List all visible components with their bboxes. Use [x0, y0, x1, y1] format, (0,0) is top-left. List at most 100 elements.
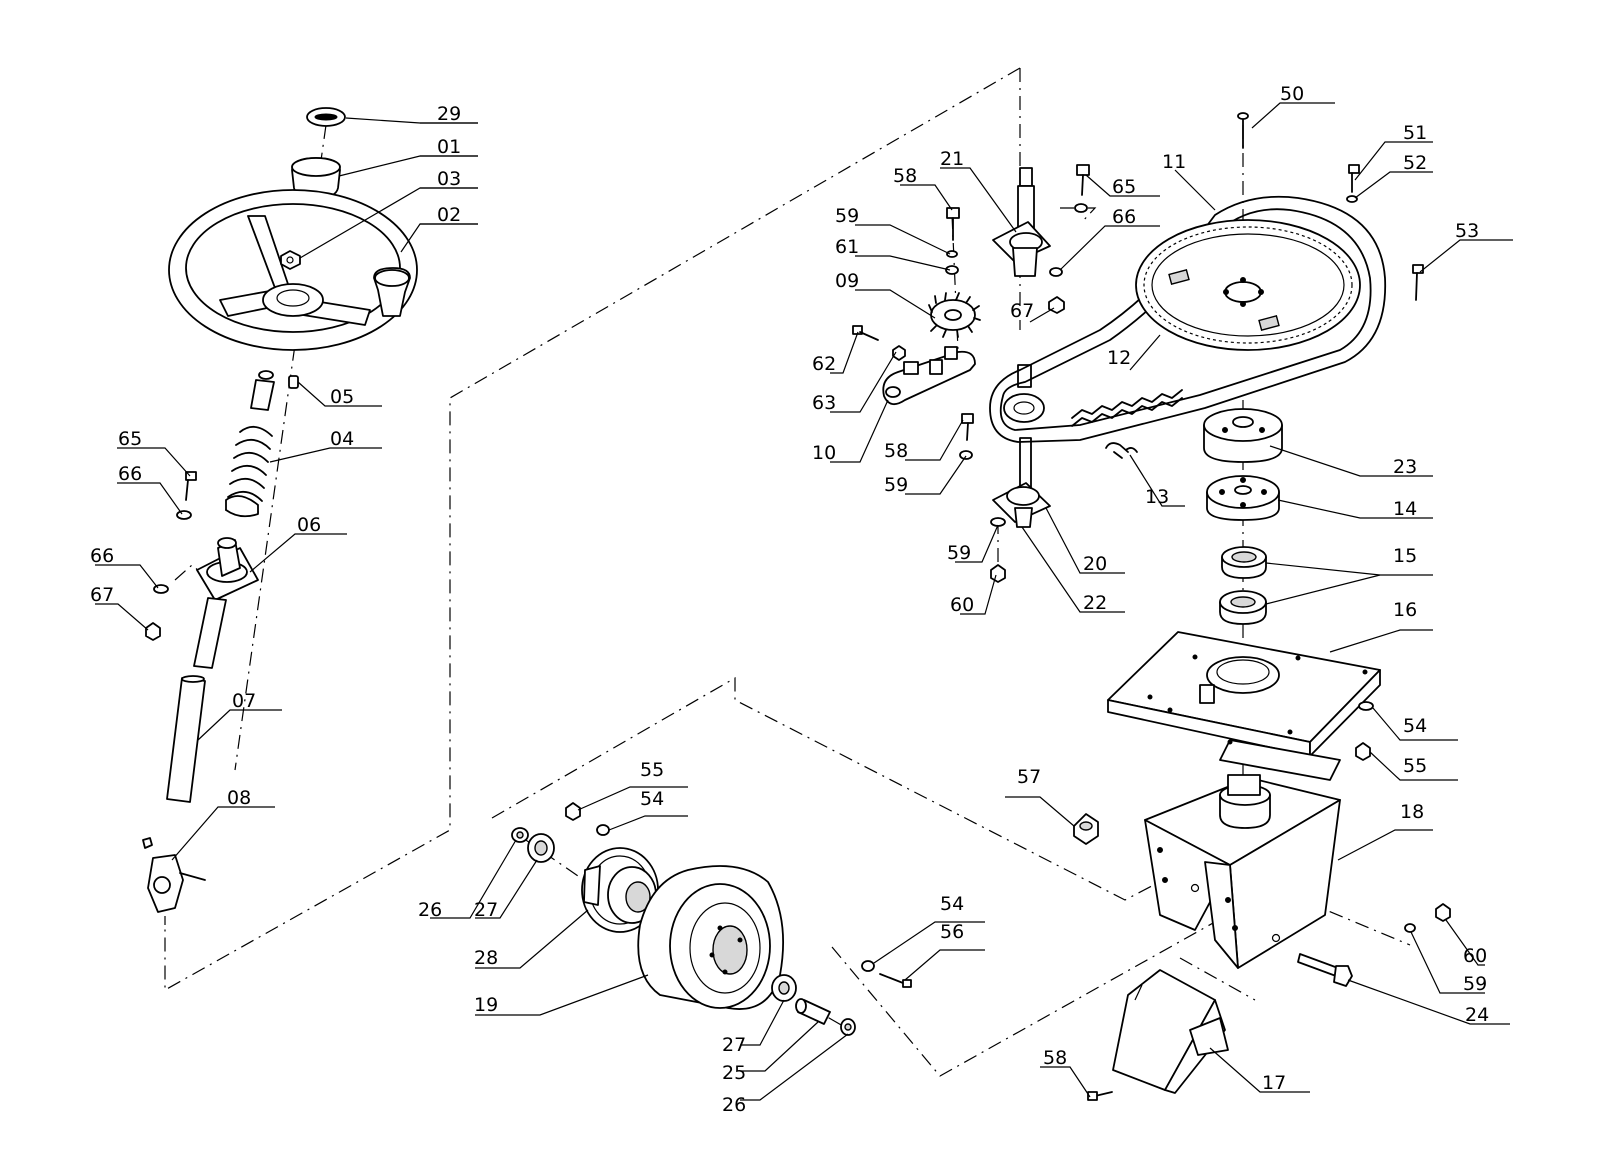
universal-joint-part-08 — [142, 837, 206, 913]
callout-03: 03 — [437, 168, 461, 190]
callout-29: 29 — [437, 103, 461, 125]
bearing-flange-part-06 — [196, 537, 259, 601]
callout-28: 28 — [474, 947, 498, 969]
callout-15: 15 — [1393, 545, 1417, 567]
callout-50: 50 — [1280, 83, 1304, 105]
fork-part-18 — [1144, 774, 1341, 969]
shaft-part-20 — [992, 364, 1051, 528]
callout-59c: 59 — [947, 542, 971, 564]
wheel-assembly-group — [511, 802, 912, 1036]
callout-07: 07 — [232, 690, 256, 712]
callout-51: 51 — [1403, 122, 1427, 144]
callout-66b: 66 — [90, 545, 114, 567]
callout-24: 24 — [1465, 1004, 1489, 1026]
spacer-part-26a — [511, 827, 529, 843]
bolt-part-56 — [879, 973, 912, 988]
callout-58a: 58 — [893, 165, 917, 187]
callout-67a: 67 — [90, 584, 114, 606]
callout-62: 62 — [812, 353, 836, 375]
callout-53: 53 — [1455, 220, 1479, 242]
callout-06: 06 — [297, 514, 321, 536]
callout-12: 12 — [1107, 347, 1131, 369]
hub-part-23 — [1203, 408, 1283, 463]
callout-60b: 60 — [1463, 945, 1487, 967]
callout-27a: 27 — [474, 899, 498, 921]
callout-59b: 59 — [884, 474, 908, 496]
callout-23: 23 — [1393, 456, 1417, 478]
drive-assembly-group — [852, 112, 1451, 1101]
callout-10: 10 — [812, 442, 836, 464]
bolt-part-24 — [1297, 953, 1353, 987]
callout-66a: 66 — [118, 463, 142, 485]
sprocket-part-09 — [928, 292, 981, 338]
drive-sprocket — [1003, 389, 1183, 427]
callout-54b: 54 — [640, 788, 664, 810]
callout-56: 56 — [940, 921, 964, 943]
bearing-part-27a — [527, 833, 555, 863]
bearing-part-15b — [1219, 590, 1267, 625]
callout-26a: 26 — [418, 899, 442, 921]
callout-54a: 54 — [1403, 715, 1427, 737]
callout-16: 16 — [1393, 599, 1417, 621]
spring-part-04 — [225, 426, 273, 518]
callout-58b: 58 — [884, 440, 908, 462]
leader-lines — [95, 102, 1513, 1101]
callout-11: 11 — [1162, 151, 1186, 173]
callout-52: 52 — [1403, 152, 1427, 174]
callout-09: 09 — [835, 270, 859, 292]
callout-65b: 65 — [1112, 176, 1136, 198]
callout-02: 02 — [437, 204, 461, 226]
callout-19: 19 — [474, 994, 498, 1016]
callout-60a: 60 — [950, 594, 974, 616]
callout-55a: 55 — [1403, 755, 1427, 777]
callout-18: 18 — [1400, 801, 1424, 823]
callout-01: 01 — [437, 136, 461, 158]
nut-part-55b — [565, 802, 581, 821]
callout-54c: 54 — [940, 893, 964, 915]
steering-wheel-part-02 — [168, 189, 418, 351]
hardware-left — [145, 471, 197, 641]
callout-13: 13 — [1145, 486, 1169, 508]
spacer-tube-part-25 — [795, 998, 831, 1025]
callout-59a: 59 — [835, 205, 859, 227]
callout-27b: 27 — [722, 1034, 746, 1056]
shaft-part-21 — [992, 167, 1051, 277]
callout-25: 25 — [722, 1062, 746, 1084]
callout-04: 04 — [330, 428, 354, 450]
spacer-part-57 — [1073, 813, 1099, 845]
upper-shaft — [250, 370, 275, 411]
steering-shaft-part-07 — [166, 597, 227, 803]
callout-labels: 29 01 03 02 05 04 65 66 06 66 67 07 08 5… — [90, 83, 1489, 1116]
callout-58c: 58 — [1043, 1047, 1067, 1069]
wheel-part-19 — [637, 865, 785, 1010]
flange-part-14 — [1206, 475, 1280, 521]
key-part-05 — [288, 375, 299, 389]
callout-22: 22 — [1083, 592, 1107, 614]
callout-08: 08 — [227, 787, 251, 809]
callout-59d: 59 — [1463, 973, 1487, 995]
callout-67b: 67 — [1010, 300, 1034, 322]
belt-part-11 — [989, 195, 1387, 443]
callout-63: 63 — [812, 392, 836, 414]
callout-66c: 66 — [1112, 206, 1136, 228]
emblem-part-29 — [306, 107, 346, 127]
steering-column-group — [142, 107, 418, 925]
callout-61: 61 — [835, 236, 859, 258]
washer-part-54c — [861, 960, 875, 972]
mounting-plate-part-16 — [1107, 631, 1381, 781]
chain-sprocket-part-12 — [1135, 219, 1361, 351]
tensioner-arm-part-10 — [882, 346, 976, 406]
bearing-part-15a — [1221, 546, 1267, 579]
callout-20: 20 — [1083, 553, 1107, 575]
callout-26b: 26 — [722, 1094, 746, 1116]
guard-part-17 — [1112, 969, 1229, 1094]
nut-part-03 — [280, 250, 301, 270]
bearing-part-27b — [771, 974, 797, 1002]
callout-14: 14 — [1393, 498, 1417, 520]
callout-05: 05 — [330, 386, 354, 408]
callout-55b: 55 — [640, 759, 664, 781]
callout-underlines — [420, 122, 478, 225]
spacer-part-26b — [840, 1018, 856, 1036]
chain-link-part-13 — [1105, 442, 1138, 459]
